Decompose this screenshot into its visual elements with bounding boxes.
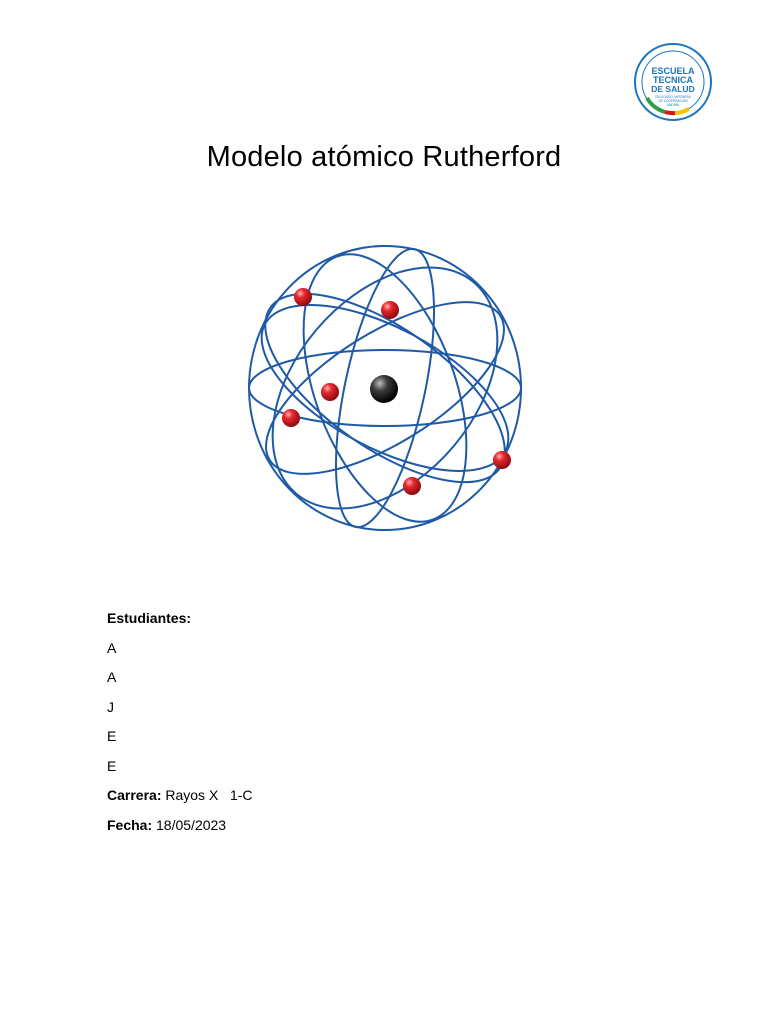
date-value: 18/05/2023	[152, 816, 227, 833]
career-value: Rayos X 1-C	[161, 787, 253, 803]
student-name: E	[107, 728, 117, 744]
logo-line3: DE SALUD	[651, 84, 694, 94]
rutherford-atom-illustration	[248, 245, 522, 531]
orbits	[248, 245, 522, 531]
orbit	[248, 349, 522, 427]
student-name: J	[107, 698, 114, 715]
electron	[294, 288, 312, 306]
electron	[403, 477, 421, 495]
logo-line2: TECNICA	[653, 75, 693, 85]
students-label: Estudiantes:	[107, 610, 192, 626]
electron	[282, 409, 300, 427]
electron	[381, 301, 399, 319]
student-info: Estudiantes: A A J E E Carrera: Rayos X …	[107, 604, 253, 840]
electron	[493, 451, 511, 469]
student-name: A	[107, 669, 117, 685]
nucleus	[370, 375, 398, 403]
student-name: A	[107, 639, 117, 656]
career-label: Carrera:	[107, 787, 162, 803]
school-logo: ESCUELA TECNICA DE SALUD DELEGADO JAPONE…	[634, 43, 712, 121]
logo-line1: ESCUELA	[651, 66, 695, 76]
logo-subtitle2: DE COOPERACION	[658, 99, 688, 103]
orbit	[334, 247, 436, 529]
electron	[321, 383, 339, 401]
career-row: Carrera: Rayos X 1-C	[107, 781, 253, 811]
logo-subtitle3: ANDINA	[667, 103, 680, 107]
logo-subtitle1: DELEGADO JAPONESA	[655, 95, 691, 99]
date-row: Fecha: 18/05/2023	[107, 811, 253, 841]
student-name: E	[107, 757, 117, 774]
date-label: Fecha:	[107, 816, 153, 833]
page-title: Modelo atómico Rutherford	[206, 141, 562, 173]
orbit	[271, 266, 499, 510]
